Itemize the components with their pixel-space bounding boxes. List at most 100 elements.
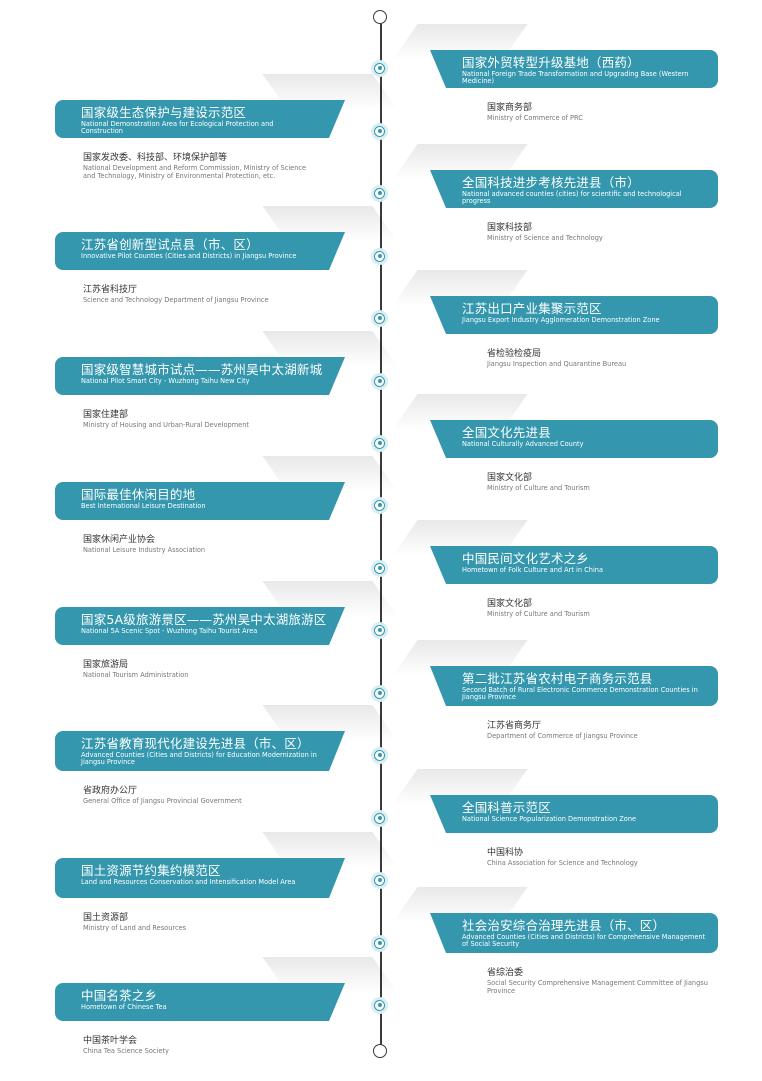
honor-entry: 全国科技进步考核先进县（市）National advanced counties… — [0, 144, 762, 268]
issuer-name-cn: 国家文化部 — [487, 599, 533, 609]
honor-title-en: National Culturally Advanced County — [462, 440, 584, 448]
honor-entry: 江苏省创新型试点县（市、区）Innovative Pilot Counties … — [0, 206, 762, 330]
honor-title-cn: 江苏省教育现代化建设先进县（市、区） — [81, 736, 310, 751]
honor-entry: 江苏省教育现代化建设先进县（市、区）Advanced Counties (Cit… — [0, 705, 762, 831]
issuer-name-cn: 国家旅游局 — [83, 660, 129, 670]
honor-title-en: National Science Popularization Demonstr… — [462, 815, 637, 823]
timeline-node — [371, 559, 388, 577]
honor-title-en: National advanced counties (cities) for … — [462, 190, 682, 206]
timeline-node — [371, 59, 388, 77]
timeline-start-circle — [373, 10, 387, 24]
honor-title-cn: 国土资源节约集约模范区 — [81, 863, 221, 878]
issuer-name-cn: 国家文化部 — [487, 473, 533, 483]
issuer-name-en: Department of Commerce of Jiangsu Provin… — [487, 732, 638, 740]
honor-title-cn: 国际最佳休闲目的地 — [81, 487, 196, 502]
issuer-name-en: Ministry of Commerce of PRC — [487, 114, 583, 122]
timeline-node — [371, 372, 388, 390]
issuer-name-cn: 中国茶叶学会 — [83, 1036, 138, 1046]
honor-title-cn: 国家级生态保护与建设示范区 — [81, 105, 247, 120]
issuer-name-cn: 省检验检疫局 — [487, 349, 542, 359]
timeline-node — [371, 746, 388, 764]
issuer-name-cn: 国家住建部 — [83, 410, 129, 420]
timeline-node — [371, 934, 388, 952]
issuer-name-en: General Office of Jiangsu Provincial Gov… — [83, 797, 242, 805]
honor-title-en: Land and Resources Conservation and Inte… — [81, 878, 296, 886]
honor-title-cn: 江苏出口产业集聚示范区 — [462, 301, 602, 316]
honor-title-cn: 国家级智慧城市试点——苏州吴中太湖新城 — [81, 362, 323, 377]
honor-title-cn: 全国科技进步考核先进县（市） — [462, 175, 640, 190]
issuer-name-en: Ministry of Culture and Tourism — [487, 610, 590, 618]
honor-title-en: Advanced Counties (Cities and Districts)… — [81, 751, 317, 767]
honor-title-en: National 5A Scenic Spot - Wuzhong Taihu … — [81, 627, 258, 635]
honor-title-cn: 社会治安综合治理先进县（市、区） — [462, 918, 666, 933]
issuer-name-en: China Association for Science and Techno… — [487, 859, 638, 867]
issuer-name-cn: 国家发改委、科技部、环境保护部等 — [83, 153, 228, 163]
honor-title-en: Jiangsu Export Industry Agglomeration De… — [462, 316, 660, 324]
issuer-name-en: National Tourism Administration — [83, 671, 189, 679]
timeline-node — [371, 247, 388, 265]
issuer-name-en: National Development and Reform Commissi… — [83, 164, 307, 180]
timeline-node — [371, 496, 388, 514]
honor-title-cn: 全国文化先进县 — [462, 425, 551, 440]
timeline-axis — [380, 24, 382, 1048]
timeline-node — [371, 184, 388, 202]
issuer-name-cn: 江苏省科技厅 — [83, 285, 138, 295]
honor-entry: 社会治安综合治理先进县（市、区）Advanced Counties (Citie… — [0, 887, 762, 1013]
timeline-node — [371, 309, 388, 327]
timeline-node — [371, 871, 388, 889]
honor-title-cn: 全国科普示范区 — [462, 800, 551, 815]
issuer-name-en: China Tea Science Society — [83, 1047, 169, 1055]
issuer-name-en: Ministry of Culture and Tourism — [487, 484, 590, 492]
issuer-name-cn: 江苏省商务厅 — [487, 721, 542, 731]
honor-title-en: Second Batch of Rural Electronic Commerc… — [462, 686, 698, 702]
issuer-name-cn: 省综治委 — [487, 968, 524, 978]
honor-entry: 国家外贸转型升级基地（西药）National Foreign Trade Tra… — [0, 24, 762, 148]
honor-banner: 全国科技进步考核先进县（市）National advanced counties… — [430, 170, 718, 208]
honor-title-en: Hometown of Chinese Tea — [81, 1003, 167, 1011]
honor-title-en: National Demonstration Area for Ecologic… — [81, 120, 274, 136]
honor-title-cn: 中国民间文化艺术之乡 — [462, 551, 590, 566]
timeline-node — [371, 122, 388, 140]
issuer-name-en: Science and Technology Department of Jia… — [83, 296, 269, 304]
issuer-name-en: Ministry of Land and Resources — [83, 924, 187, 932]
honor-banner: 社会治安综合治理先进县（市、区）Advanced Counties (Citie… — [430, 913, 718, 953]
honor-title-en: Advanced Counties (Cities and Districts)… — [462, 933, 706, 949]
honor-title-en: Innovative Pilot Counties (Cities and Di… — [81, 252, 297, 260]
honor-title-en: Best International Leisure Destination — [81, 502, 206, 510]
issuer-name-cn: 国土资源部 — [83, 913, 129, 923]
issuer-name-en: National Leisure Industry Association — [83, 546, 206, 554]
issuer-name-en: Social Security Comprehensive Management… — [487, 979, 708, 995]
issuer-name-cn: 国家科技部 — [487, 223, 533, 233]
honor-title-en: National Foreign Trade Transformation an… — [462, 70, 689, 86]
honor-title-cn: 江苏省创新型试点县（市、区） — [81, 237, 259, 252]
honor-banner: 国家外贸转型升级基地（西药）National Foreign Trade Tra… — [430, 50, 718, 88]
timeline-node — [371, 621, 388, 639]
issuer-name-en: Jiangsu Inspection and Quarantine Bureau — [487, 360, 627, 368]
issuer-name-en: Ministry of Science and Technology — [487, 234, 603, 242]
honor-title-cn: 国家5A级旅游景区——苏州吴中太湖旅游区 — [81, 612, 327, 627]
issuer-name-en: Ministry of Housing and Urban-Rural Deve… — [83, 421, 249, 429]
honor-title-cn: 第二批江苏省农村电子商务示范县 — [462, 671, 653, 686]
timeline-end-circle — [373, 1044, 387, 1058]
honor-title-en: National Pilot Smart City - Wuzhong Taih… — [81, 377, 250, 385]
